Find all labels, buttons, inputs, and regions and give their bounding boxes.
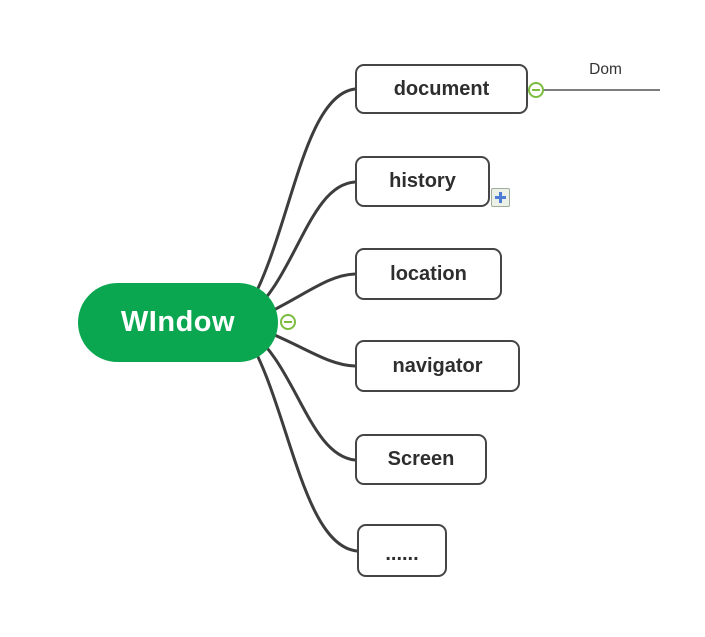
root-collapse-icon[interactable]	[280, 314, 296, 330]
minus-icon	[532, 89, 540, 91]
topic-location[interactable]: location	[355, 248, 502, 300]
minus-icon	[284, 321, 292, 323]
subtopic-dom[interactable]: Dom	[589, 61, 622, 78]
branch-dots	[241, 328, 359, 553]
topic-history[interactable]: history	[355, 156, 490, 207]
topic-ellipsis[interactable]: ......	[357, 524, 447, 577]
branch-document	[241, 87, 357, 318]
plus-icon	[499, 192, 502, 203]
topic-navigator[interactable]: navigator	[355, 340, 520, 392]
topic-screen[interactable]: Screen	[355, 434, 487, 485]
topic-document[interactable]: document	[355, 64, 528, 114]
root-topic-window[interactable]: WIndow	[78, 283, 278, 362]
document-collapse-icon[interactable]	[528, 82, 544, 98]
history-expand-icon[interactable]	[491, 188, 510, 207]
